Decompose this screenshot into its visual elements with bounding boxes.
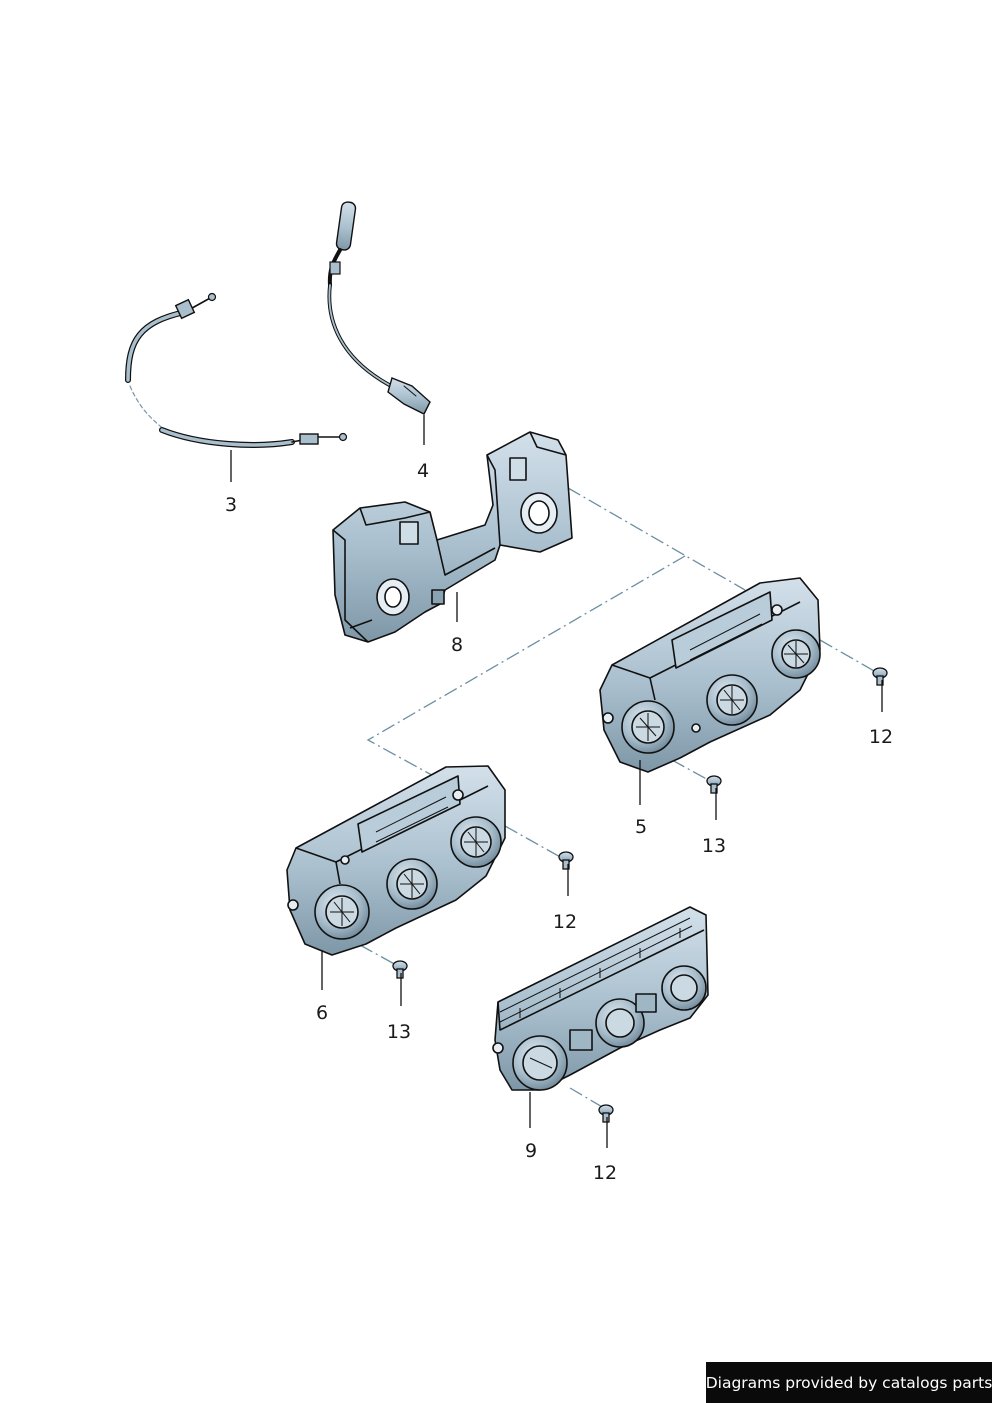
label-part-8: 8 xyxy=(450,634,464,656)
part-4-sensor-cable xyxy=(327,201,431,415)
label-part-5: 5 xyxy=(634,816,648,838)
label-part-12-lower: 12 xyxy=(592,1162,618,1184)
screw-12-middle xyxy=(558,851,574,870)
assembly-lines xyxy=(359,487,877,1109)
leader-lines xyxy=(230,415,883,1148)
label-part-12-middle: 12 xyxy=(552,911,578,933)
label-part-4: 4 xyxy=(416,460,430,482)
part-3-cable xyxy=(125,292,348,448)
screws xyxy=(392,667,888,1123)
screw-13-upper xyxy=(706,775,722,794)
label-part-6: 6 xyxy=(315,1002,329,1024)
credit-banner: Diagrams provided by catalogs parts xyxy=(706,1362,992,1403)
part-9-control-panel xyxy=(492,906,709,1091)
label-part-13-middle: 13 xyxy=(386,1021,412,1043)
part-5-control-unit xyxy=(599,577,821,773)
screw-12-lower xyxy=(598,1104,614,1123)
part-6-control-unit xyxy=(286,765,506,956)
screw-12-upper xyxy=(872,667,888,686)
label-part-3: 3 xyxy=(224,494,238,516)
label-part-13-upper: 13 xyxy=(701,835,727,857)
screw-13-middle xyxy=(392,960,408,979)
part-8-bracket xyxy=(332,431,573,643)
label-part-12-upper: 12 xyxy=(868,726,894,748)
label-part-9: 9 xyxy=(524,1140,538,1162)
